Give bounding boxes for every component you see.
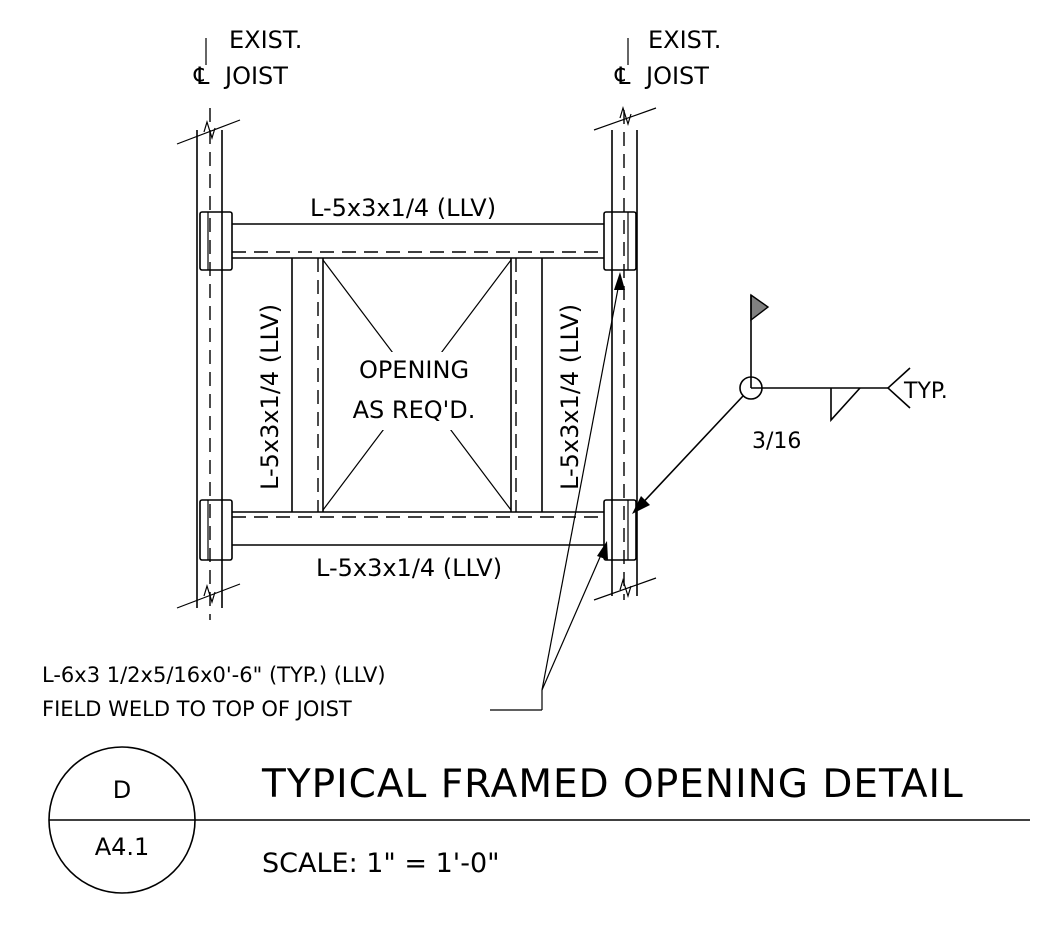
- clip-angle-top-left: [199, 211, 233, 271]
- left-centerline-symbol: ℄: [193, 62, 210, 90]
- right-centerline-symbol: ℄: [614, 62, 631, 90]
- right-joist-label: EXIST. ℄ JOIST: [614, 26, 721, 90]
- top-angle-member: L-5x3x1/4 (LLV): [232, 194, 604, 259]
- detail-title-block: D A4.1 TYPICAL FRAMED OPENING DETAIL SCA…: [48, 746, 1030, 894]
- detail-scale: SCALE: 1" = 1'-0": [262, 848, 500, 879]
- detail-letter: D: [113, 776, 131, 804]
- weld-size: 3/16: [752, 429, 801, 454]
- left-angle-member: L-5x3x1/4 (LLV): [256, 258, 324, 512]
- right-angle-member: L-5x3x1/4 (LLV): [510, 258, 584, 512]
- bottom-member-label: L-5x3x1/4 (LLV): [316, 554, 502, 582]
- weld-symbol: 3/16 TYP.: [632, 293, 948, 514]
- opening: OPENING AS REQ'D.: [322, 259, 512, 511]
- left-joist-label-line2: JOIST: [223, 62, 288, 90]
- clip-angle-bottom-left: [199, 499, 233, 561]
- opening-label-line2: AS REQ'D.: [353, 396, 476, 424]
- left-existing-joist: [176, 108, 241, 620]
- right-joist-label-line2: JOIST: [644, 62, 709, 90]
- clip-angle-top-right: [603, 211, 637, 271]
- right-joist-label-line1: EXIST.: [648, 26, 721, 54]
- left-joist-label: EXIST. ℄ JOIST: [193, 26, 302, 90]
- clip-angles: [199, 211, 637, 561]
- angle-note: L-6x3 1/2x5/16x0'-6" (TYP.) (LLV) FIELD …: [42, 663, 386, 721]
- right-member-label: L-5x3x1/4 (LLV): [556, 304, 584, 490]
- detail-title: TYPICAL FRAMED OPENING DETAIL: [261, 762, 964, 807]
- top-member-label: L-5x3x1/4 (LLV): [310, 194, 496, 222]
- right-existing-joist: [593, 105, 657, 601]
- opening-label-line1: OPENING: [359, 356, 469, 384]
- detail-sheet: A4.1: [95, 833, 150, 861]
- weld-tail-note: TYP.: [903, 379, 948, 404]
- clip-angle-bottom-right: [603, 499, 637, 561]
- left-joist-label-line1: EXIST.: [229, 26, 302, 54]
- left-member-label: L-5x3x1/4 (LLV): [256, 304, 284, 490]
- angle-note-line2: FIELD WELD TO TOP OF JOIST: [42, 697, 352, 721]
- angle-note-line1: L-6x3 1/2x5/16x0'-6" (TYP.) (LLV): [42, 663, 386, 687]
- note-leaders: [490, 272, 625, 711]
- bottom-angle-member: L-5x3x1/4 (LLV): [232, 511, 604, 582]
